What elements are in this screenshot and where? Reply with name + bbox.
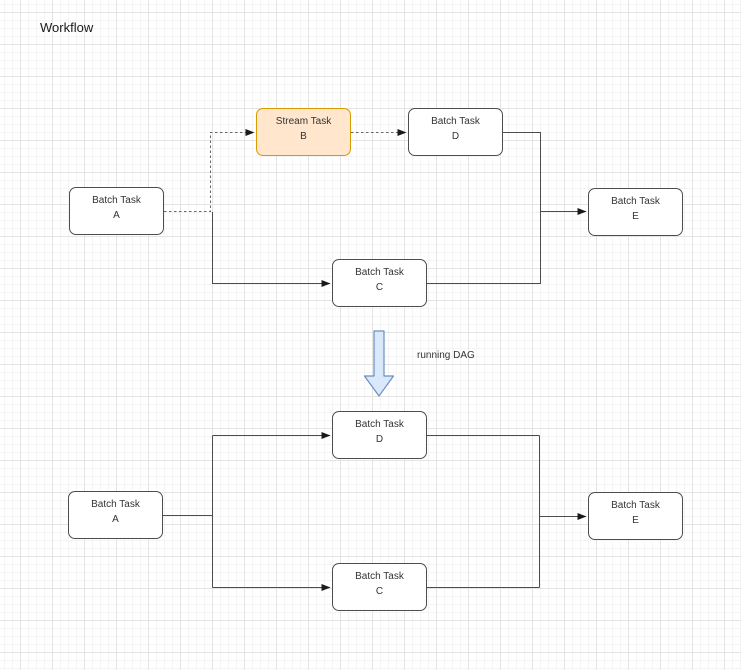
page-title: Workflow (40, 20, 94, 35)
node-type-label: Stream Task (275, 116, 332, 127)
node-type-label: Batch Task (611, 196, 660, 207)
node-type-label: Batch Task (355, 267, 404, 278)
before-node-batch-e[interactable]: Batch Task E (588, 188, 683, 236)
before-node-batch-a[interactable]: Batch Task A (69, 187, 164, 235)
after-node-batch-d[interactable]: Batch Task D (332, 411, 427, 459)
edge-a-c (212, 212, 331, 287)
edge-a-b-dashed (164, 129, 255, 212)
before-node-batch-c[interactable]: Batch Task C (332, 259, 427, 307)
node-letter: A (113, 210, 120, 221)
node-letter: C (375, 586, 384, 597)
edge-d-e (503, 132, 587, 215)
after-node-batch-a[interactable]: Batch Task A (68, 491, 163, 539)
edge2-d-join (427, 435, 540, 588)
node-letter: E (632, 515, 639, 526)
node-type-label: Batch Task (92, 195, 141, 206)
node-type-label: Batch Task (355, 419, 404, 430)
node-type-label: Batch Task (431, 116, 480, 127)
node-type-label: Batch Task (355, 571, 404, 582)
before-node-batch-d[interactable]: Batch Task D (408, 108, 503, 156)
node-letter: E (632, 211, 639, 222)
node-type-label: Batch Task (91, 499, 140, 510)
node-letter: D (451, 131, 460, 142)
after-node-batch-e[interactable]: Batch Task E (588, 492, 683, 540)
transform-down-arrow (363, 330, 395, 397)
node-type-label: Batch Task (611, 500, 660, 511)
node-letter: B (300, 131, 307, 142)
before-node-stream-b[interactable]: Stream Task B (256, 108, 351, 156)
edge2-a-split (163, 435, 213, 588)
node-letter: D (375, 434, 384, 445)
transform-label: running DAG (417, 350, 475, 361)
after-node-batch-c[interactable]: Batch Task C (332, 563, 427, 611)
node-letter: C (375, 282, 384, 293)
edge-c-e (427, 212, 541, 284)
node-letter: A (112, 514, 119, 525)
